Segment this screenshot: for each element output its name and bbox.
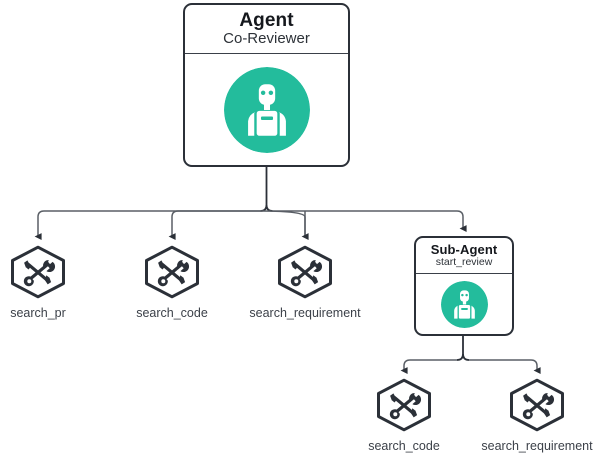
robot-avatar-icon	[223, 66, 310, 153]
sub-agent-header: Sub-Agent start_review	[416, 238, 512, 274]
tool-node-search-pr[interactable]: search_pr	[0, 245, 98, 320]
sub-agent-subtitle: start_review	[435, 255, 493, 268]
tool-label: search_requirement	[249, 306, 361, 320]
robot-avatar-icon	[440, 280, 488, 328]
sub-agent-title: Sub-Agent	[430, 241, 498, 257]
tool-node-search-code[interactable]: search_code	[112, 245, 232, 320]
tools-hexagon-icon	[510, 378, 564, 432]
sub-tool-node-search-code[interactable]: search_code	[344, 378, 464, 453]
agent-root-header: Agent Co-Reviewer	[185, 5, 348, 54]
tool-label: search_code	[136, 306, 208, 320]
agent-node-sub-agent[interactable]: Sub-Agent start_review	[414, 236, 514, 336]
agent-root-body	[185, 54, 348, 165]
tool-label: search_pr	[10, 306, 66, 320]
agent-node-root[interactable]: Agent Co-Reviewer	[183, 3, 350, 167]
agent-root-subtitle: Co-Reviewer	[223, 29, 310, 47]
tools-hexagon-icon	[377, 378, 431, 432]
tools-hexagon-icon	[11, 245, 65, 299]
sub-tool-node-search-requirement[interactable]: search_requirement	[467, 378, 600, 453]
sub-agent-body	[416, 274, 512, 334]
tool-label: search_code	[368, 439, 440, 453]
tools-hexagon-icon	[145, 245, 199, 299]
tools-hexagon-icon	[278, 245, 332, 299]
agent-root-title: Agent	[239, 9, 294, 31]
tool-label: search_requirement	[481, 439, 593, 453]
tool-node-search-requirement[interactable]: search_requirement	[235, 245, 375, 320]
